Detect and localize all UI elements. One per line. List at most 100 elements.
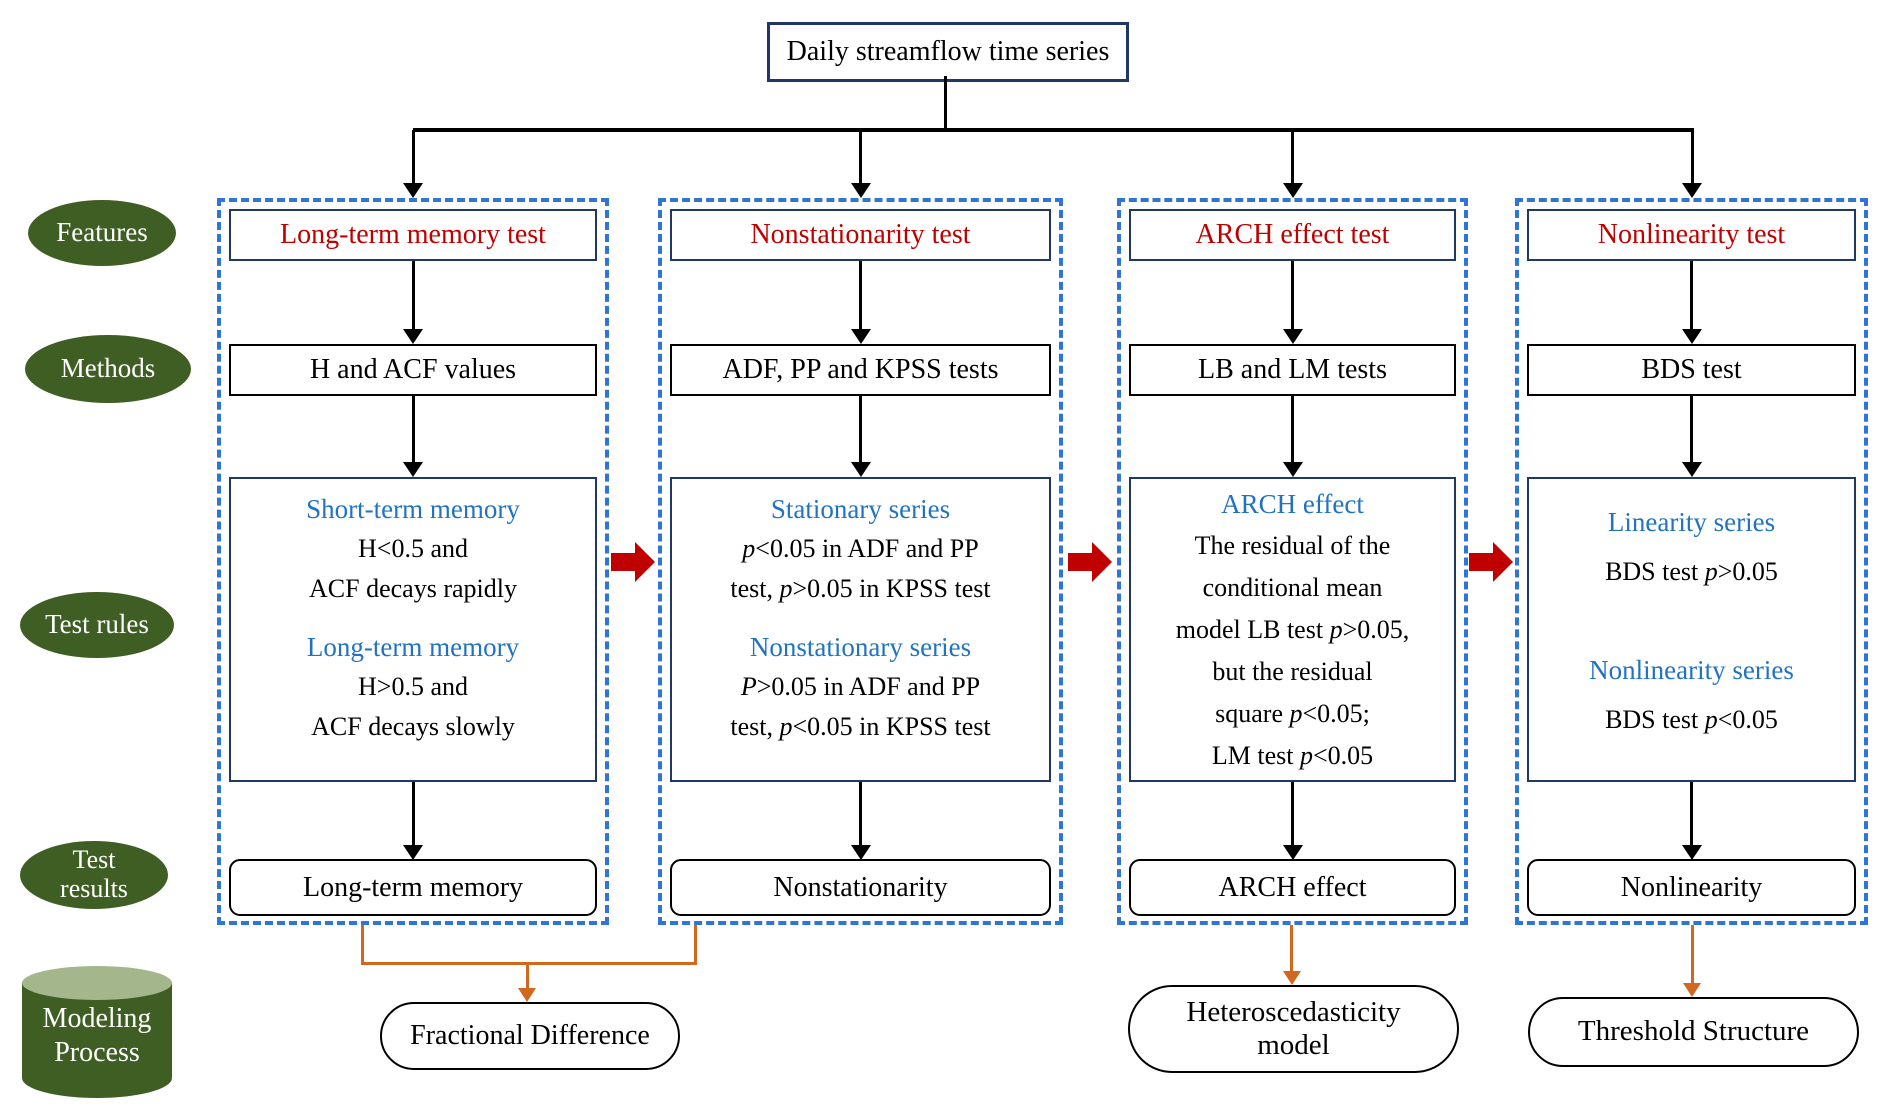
row-label-test-rules: Test rules: [20, 592, 174, 658]
rule-heading: ARCH effect: [1221, 489, 1364, 519]
arrow-line: [859, 396, 862, 462]
arrowhead: [1681, 462, 1702, 477]
rule-line: conditional mean: [1202, 573, 1383, 602]
arrowhead-into-column-4: [1682, 183, 1702, 198]
row-label-modeling-process: Modeling Process: [22, 966, 172, 1098]
result-label-4: Nonlinearity: [1620, 871, 1763, 903]
orange-drop-col3: [1290, 925, 1293, 971]
red-arrow-head: [635, 542, 655, 582]
feature-label-3: ARCH effect test: [1195, 219, 1390, 250]
rule-line: ACF decays rapidly: [309, 574, 517, 603]
arrowhead: [850, 845, 871, 860]
feature-label-4: Nonlinearity test: [1597, 219, 1786, 250]
methods-label: Methods: [60, 353, 156, 384]
feature-box-2: Nonstationarity test: [670, 209, 1051, 261]
branch-drop-line-4: [1690, 130, 1694, 183]
column-nonstationarity: Nonstationarity test ADF, PP and KPSS te…: [658, 198, 1063, 925]
rules-box-3: ARCH effect The residual of the conditio…: [1129, 477, 1456, 782]
result-box-2: Nonstationarity: [670, 859, 1051, 916]
arrow-line: [1690, 782, 1693, 845]
orange-arrowhead-threshold: [1683, 983, 1701, 997]
arrowhead: [403, 462, 423, 477]
feature-box-1: Long-term memory test: [229, 209, 597, 261]
red-arrow-head: [1092, 542, 1112, 582]
red-arrow-col2-to-col3: [1068, 542, 1112, 582]
rule-line: H<0.5 and: [358, 534, 468, 563]
method-label-4: BDS test: [1641, 354, 1742, 385]
orange-center-drop: [525, 962, 529, 988]
rule-line: but the residual: [1212, 657, 1373, 686]
orange-drop-col2: [693, 925, 697, 965]
method-label-1: H and ACF values: [309, 354, 517, 385]
result-box-1: Long-term memory: [229, 859, 597, 916]
rule-heading: Short-term memory: [306, 494, 520, 524]
rule-heading: Long-term memory: [306, 632, 520, 662]
rule-line: model LB test p>0.05,: [1175, 615, 1410, 644]
arrowhead-into-column-1: [403, 183, 423, 198]
rule-line: The residual of the: [1194, 531, 1391, 560]
result-box-3: ARCH effect: [1129, 859, 1456, 916]
arrowhead: [1282, 462, 1303, 477]
rule-line: p<0.05 in ADF and PP: [742, 534, 979, 563]
method-box-2: ADF, PP and KPSS tests: [670, 344, 1051, 396]
column-arch-effect: ARCH effect test LB and LM tests ARCH ef…: [1117, 198, 1468, 925]
red-arrow-body: [1469, 553, 1493, 571]
test-rules-label: Test rules: [45, 609, 149, 640]
method-box-4: BDS test: [1527, 344, 1856, 396]
arrowhead: [850, 329, 871, 344]
red-arrow-body: [1068, 553, 1092, 571]
arrow-line: [1690, 261, 1693, 329]
red-arrow-body: [611, 553, 635, 571]
output-threshold-structure: Threshold Structure: [1528, 997, 1859, 1067]
column-long-term-memory: Long-term memory test H and ACF values S…: [217, 198, 609, 925]
rule-heading: Linearity series: [1607, 507, 1776, 537]
arrow-line: [859, 261, 862, 329]
feature-label-1: Long-term memory test: [280, 219, 546, 250]
rules-box-4: Linearity series BDS test p>0.05 Nonline…: [1527, 477, 1856, 782]
rules-box-1: Short-term memory H<0.5 and ACF decays r…: [229, 477, 597, 782]
features-label: Features: [56, 217, 148, 248]
arrow-line: [1291, 782, 1294, 845]
rule-line: LM test p<0.05: [1211, 741, 1374, 770]
rule-line: BDS test p>0.05: [1605, 557, 1778, 586]
method-box-3: LB and LM tests: [1129, 344, 1456, 396]
branch-line: [413, 128, 1694, 132]
arrow-line: [1291, 261, 1294, 329]
arrowhead: [1681, 845, 1702, 860]
arrowhead: [403, 329, 423, 344]
arrowhead: [403, 845, 423, 860]
result-label-1: Long-term memory: [302, 871, 524, 903]
arrowhead: [850, 462, 871, 477]
rule-line: square p<0.05;: [1215, 699, 1370, 728]
cylinder-top: [22, 966, 172, 1000]
arrow-line: [1690, 396, 1693, 462]
result-label-2: Nonstationarity: [773, 871, 948, 903]
method-label-3: LB and LM tests: [1198, 354, 1387, 385]
heteroscedasticity-model-label: Heteroscedasticity model: [1186, 995, 1401, 1061]
fractional-difference-label: Fractional Difference: [410, 1019, 650, 1051]
orange-arrowhead-heteroscedasticity: [1282, 971, 1301, 985]
output-fractional-difference: Fractional Difference: [380, 1002, 680, 1070]
feature-label-2: Nonstationarity test: [750, 219, 971, 250]
rule-heading: Stationary series: [770, 494, 951, 524]
rule-line: test, p<0.05 in KPSS test: [730, 712, 991, 741]
arrowhead-into-column-2: [850, 183, 871, 198]
arrow-line: [859, 782, 862, 845]
rule-heading: Nonlinearity series: [1589, 655, 1794, 685]
modeling-process-label: Modeling Process: [42, 1003, 152, 1069]
rules-box-2: Stationary series p<0.05 in ADF and PP t…: [670, 477, 1051, 782]
top-connector-line: [943, 76, 947, 130]
arrow-line: [411, 261, 415, 329]
red-arrow-col1-to-col2: [611, 542, 655, 582]
cylinder-body: [22, 982, 172, 1098]
orange-drop-col1: [360, 925, 364, 965]
daily-streamflow-box: Daily streamflow time series: [767, 22, 1129, 82]
rule-line: P>0.05 in ADF and PP: [740, 672, 981, 701]
test-results-label: Test results: [60, 845, 128, 903]
output-heteroscedasticity-model: Heteroscedasticity model: [1128, 985, 1459, 1073]
orange-drop-col4: [1690, 925, 1694, 983]
row-label-features: Features: [28, 200, 176, 266]
arrow-line: [411, 396, 415, 462]
branch-drop-line-3: [1291, 130, 1294, 183]
